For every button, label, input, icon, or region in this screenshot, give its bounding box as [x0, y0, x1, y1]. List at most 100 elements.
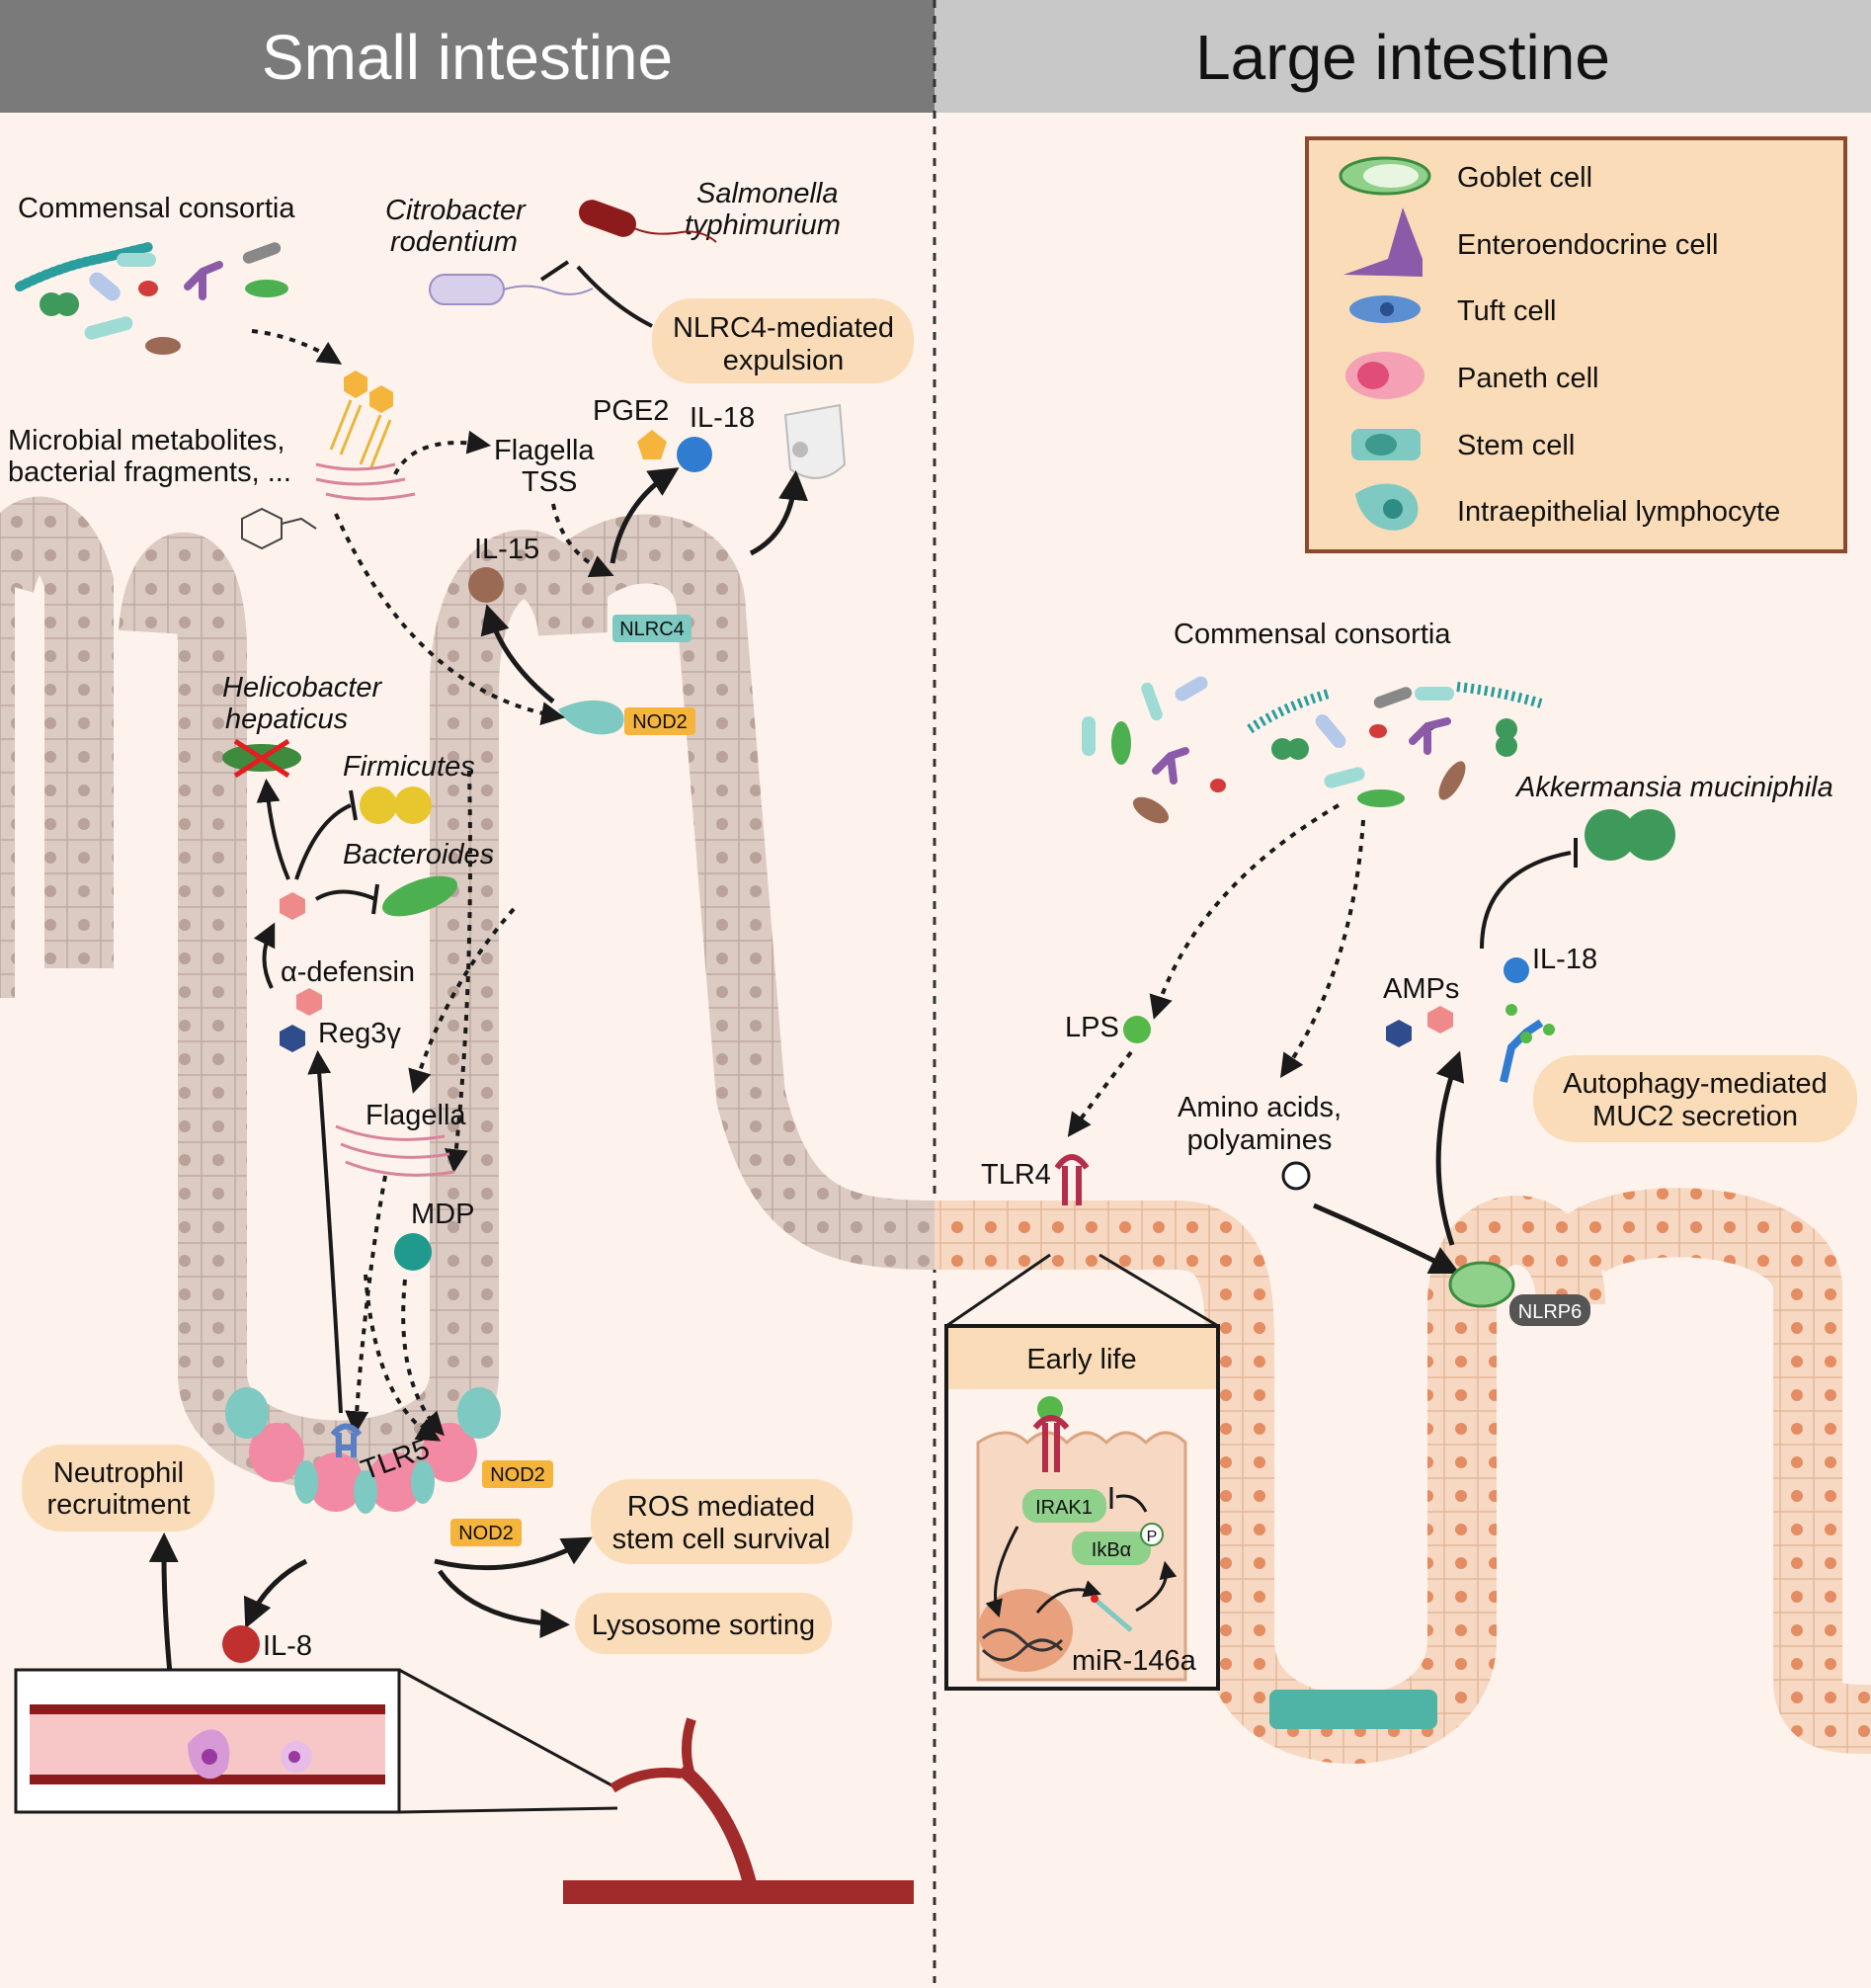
mir146a-label: miR-146a: [1072, 1645, 1197, 1677]
ros-line2: stem cell survival: [612, 1524, 831, 1555]
il8-icon: [222, 1625, 260, 1663]
stem-cell-icon: [1351, 429, 1421, 460]
akkermansia-icon: [1585, 809, 1675, 861]
citrobacter-label-2: rodentium: [390, 226, 518, 258]
bacteroides-icon: [382, 875, 457, 917]
inhibit-akkermansia: [1480, 851, 1572, 950]
tlr4-receptor-icon: [1054, 1154, 1090, 1205]
goblet-cell-nlrp6: [1448, 1261, 1515, 1308]
helicobacter-label-1: Helicobacter: [222, 672, 383, 704]
legend-label-tuft: Tuft cell: [1457, 295, 1556, 327]
amino-label-1: Amino acids,: [1178, 1092, 1342, 1123]
reg3g-icon: [280, 1025, 305, 1052]
il18-small-label: IL-18: [690, 402, 755, 434]
header-large-title: Large intestine: [1195, 22, 1610, 93]
firmicutes-icon: [360, 787, 432, 824]
arrow-to-expelled-cell: [749, 470, 809, 556]
mirna-icon: [1091, 1595, 1133, 1632]
metabolites-label-2: bacterial fragments, ...: [8, 456, 291, 488]
arrow-defensin-up: [253, 922, 276, 989]
ros-line1: ROS mediated: [627, 1491, 815, 1523]
neutrophil-callout: [22, 1445, 214, 1532]
large-intestine-epithelium: [935, 1188, 1871, 1764]
nod2-tag-a: [482, 1460, 553, 1488]
autophagy-callout: [1533, 1055, 1857, 1142]
flagella-tss-label-1: Flagella: [494, 435, 595, 466]
legend-label-goblet: Goblet cell: [1457, 162, 1592, 194]
il18-large-icon: [1504, 957, 1529, 983]
irak1-pill: [1022, 1489, 1106, 1523]
inhibition-nlrc4-salmonella: [576, 265, 653, 328]
mucin-icon: [1500, 1004, 1555, 1083]
alpha-defensin-label: α-defensin: [281, 956, 415, 988]
nlrc4-callout-line2: expulsion: [723, 345, 845, 376]
goblet-cell-icon: [1339, 156, 1431, 196]
legend-label-paneth: Paneth cell: [1457, 363, 1599, 394]
commensal-bacteria-small: [15, 242, 288, 355]
nlrp6-label: NLRP6: [1518, 1301, 1582, 1323]
arrow-dotted-tss-to-nlrc4: [551, 503, 614, 578]
helicobacter-label-2: hepaticus: [225, 704, 348, 735]
flagella-label: Flagella: [366, 1100, 466, 1131]
header-large-bg: [935, 0, 1871, 113]
paneth-cell-icon: [1345, 352, 1424, 399]
autophagy-line2: MUC2 secretion: [1592, 1101, 1798, 1132]
arrow-to-il15: [480, 604, 555, 704]
ikba-pill: [1072, 1532, 1151, 1565]
arrow-to-helicobacter: [256, 778, 290, 880]
amps-hex-blue: [1386, 1020, 1412, 1047]
arrow-goblet-to-amps: [1435, 1050, 1465, 1246]
salmonella-label-1: Salmonella: [696, 178, 838, 209]
mdp-label: MDP: [411, 1199, 474, 1230]
arrow-to-il18-small: [610, 467, 680, 564]
arrow-mir-ikba: [1135, 1560, 1178, 1613]
neutrophil-line2: recruitment: [46, 1489, 190, 1521]
legend-label-stem: Stem cell: [1457, 430, 1575, 461]
lps-icon: [1123, 1016, 1151, 1043]
nod2-tag-b-label: NOD2: [458, 1523, 514, 1544]
il8-label: IL-8: [263, 1630, 312, 1662]
ikba-label: IkBα: [1092, 1539, 1131, 1561]
irak1-label: IRAK1: [1035, 1497, 1093, 1519]
inhibit-bacteroides: [314, 889, 376, 901]
lysosome-callout: [575, 1593, 832, 1654]
nod2-tag-b: [450, 1519, 522, 1546]
nlrc4-callout: [652, 298, 914, 383]
neutrophil-line1: Neutrophil: [53, 1457, 184, 1489]
inhibit-firmicutes: [294, 803, 352, 880]
nod2-tag-top: [624, 707, 695, 735]
arrow-to-il8: [243, 1558, 308, 1629]
metabolites-label-1: Microbial metabolites,: [8, 425, 285, 456]
lysosome-label: Lysosome sorting: [592, 1610, 815, 1641]
salmonella-label-2: typhimurium: [685, 209, 841, 241]
nod2-tag-a-label: NOD2: [490, 1464, 545, 1486]
il15-icon: [468, 567, 504, 603]
iel-cell-small: [558, 700, 624, 735]
arrow-dotted-to-lps: [1149, 803, 1341, 1020]
arrow-nucleus-mir: [1035, 1580, 1102, 1614]
nlrc4-tag: [612, 615, 691, 642]
amino-label-2: polyamines: [1187, 1124, 1333, 1156]
defensin-hex-icon: [280, 892, 305, 920]
arrow-tlr5-to-reg3g: [307, 1049, 343, 1414]
arrow-dotted-flagella-tss: [393, 430, 492, 475]
arrow-dotted-mdp-nod2: [401, 1279, 445, 1437]
amino-icon: [1281, 1161, 1311, 1191]
inhibit-irak1: [1115, 1494, 1148, 1513]
il15-label: IL-15: [474, 534, 539, 565]
amps-label: AMPs: [1383, 973, 1459, 1005]
intraepithelial-lymphocyte-icon: [1355, 483, 1419, 531]
flagella-tss-label-2: TSS: [522, 466, 577, 498]
reg3g-label: Reg3γ: [318, 1018, 401, 1049]
enteroendocrine-cell-icon: [1343, 207, 1423, 277]
arrow-dotted-down-2: [444, 770, 472, 1174]
firmicutes-label: Firmicutes: [343, 751, 475, 783]
legend-label-enteroendocrine: Enteroendocrine cell: [1457, 229, 1718, 261]
expelled-cell-icon: [783, 403, 847, 479]
nlrc4-callout-line1: NLRC4-mediated: [673, 312, 894, 344]
nlrc4-tag-label: NLRC4: [619, 619, 685, 640]
arrow-irak1-nucleus: [985, 1526, 1019, 1618]
arrow-commensal-to-metabolites: [251, 329, 343, 365]
arrow-to-ros: [434, 1536, 593, 1571]
